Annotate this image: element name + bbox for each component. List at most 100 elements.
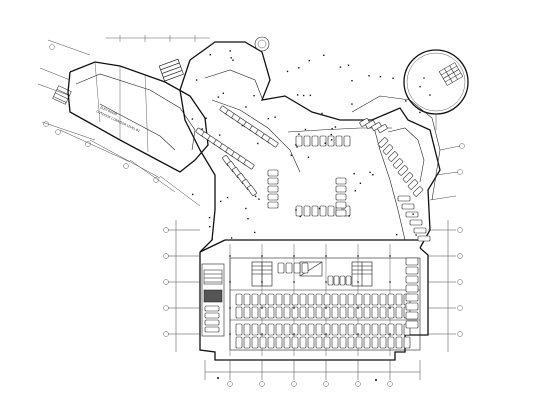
parking-stall: [382, 144, 394, 155]
parking-stall: [347, 323, 355, 336]
parking-stall: [363, 293, 371, 306]
column-mark: [302, 94, 305, 97]
column-mark: [209, 225, 211, 228]
parking-stall: [235, 323, 243, 336]
column-mark: [339, 66, 342, 68]
column-mark: [267, 117, 270, 120]
column-mark: [218, 134, 221, 136]
parking-stall: [267, 323, 275, 336]
parking-stall: [407, 179, 419, 190]
parking-stall: [323, 323, 331, 336]
column-mark: [389, 281, 391, 283]
column-mark: [192, 193, 194, 196]
parking-stall: [299, 323, 307, 336]
parking-stall: [267, 185, 279, 193]
column-mark: [348, 215, 350, 217]
parking-stall: [387, 293, 395, 306]
column-mark: [257, 142, 259, 145]
parking-stall: [247, 185, 257, 196]
column-mark: [217, 96, 220, 98]
column-mark: [261, 255, 263, 257]
parking-stall: [243, 323, 251, 336]
parking-stall: [283, 293, 291, 306]
column-mark: [229, 281, 231, 283]
parking-stall: [204, 326, 220, 333]
parking-stall: [267, 201, 279, 209]
parking-stall: [307, 306, 315, 319]
parking-stall: [243, 159, 255, 170]
parking-stall: [303, 205, 311, 217]
parking-stall: [291, 323, 299, 336]
column-mark: [254, 195, 257, 198]
parking-stall: [379, 323, 387, 336]
column-mark: [379, 75, 382, 78]
column-mark: [331, 128, 333, 130]
column-mark: [226, 196, 229, 199]
parking-stall: [405, 302, 419, 311]
right-wing: [351, 95, 465, 201]
parking-stall: [327, 205, 335, 217]
parking-stall: [379, 306, 387, 319]
column-mark: [253, 94, 255, 97]
column-mark: [372, 174, 374, 176]
circular-building: [403, 49, 469, 130]
column-mark: [293, 255, 295, 257]
column-mark: [261, 307, 263, 309]
parking-stall: [371, 306, 379, 319]
parking-stall: [204, 305, 220, 312]
parking-stall: [371, 293, 379, 306]
parking-stall: [405, 284, 419, 293]
parking-stall: [395, 336, 403, 349]
parking-stall: [335, 193, 347, 201]
parking-stall: [371, 323, 379, 336]
column-mark: [351, 80, 353, 82]
column-mark: [309, 94, 312, 97]
column-mark: [230, 57, 232, 59]
parking-stall: [267, 306, 275, 319]
parking-stall: [347, 293, 355, 306]
parking-stall: [319, 135, 327, 147]
parking-stall: [379, 293, 387, 306]
parking-stall: [405, 293, 419, 302]
parking-stall: [243, 306, 251, 319]
column-mark: [324, 142, 326, 144]
parking-stall: [397, 195, 411, 202]
parking-stall: [299, 336, 307, 349]
detail-marks: [191, 50, 421, 335]
column-mark: [211, 238, 213, 240]
parking-stall: [267, 169, 279, 177]
parking-stall: [259, 323, 267, 336]
parking-stall: [335, 209, 347, 217]
column-mark: [419, 85, 421, 88]
parking-stall: [345, 275, 352, 286]
parking-stall: [275, 306, 283, 319]
column-mark: [208, 216, 211, 219]
parking-stall: [355, 293, 363, 306]
parking-stall: [323, 293, 331, 306]
column-mark: [232, 59, 234, 61]
parking-stall: [277, 262, 285, 274]
column-mark: [325, 307, 327, 309]
column-mark: [357, 255, 359, 257]
column-mark: [295, 209, 297, 211]
column-mark: [389, 333, 391, 335]
column-mark: [229, 307, 231, 309]
parking-stall: [339, 293, 347, 306]
column-mark: [359, 182, 362, 184]
parking-stall: [235, 293, 243, 306]
parking-stall: [295, 205, 303, 217]
column-mark: [229, 333, 231, 335]
parking-stall: [267, 177, 279, 185]
column-mark: [307, 156, 310, 158]
parking-stall: [315, 306, 323, 319]
parking-stall: [377, 137, 389, 148]
column-mark: [392, 77, 394, 80]
parking-stall: [402, 172, 414, 183]
column-mark: [290, 154, 293, 156]
parking-stall: [405, 257, 419, 266]
parking-stall: [395, 306, 403, 319]
parking-stall: [251, 336, 259, 349]
parking-stall: [379, 336, 387, 349]
column-mark: [419, 111, 421, 114]
